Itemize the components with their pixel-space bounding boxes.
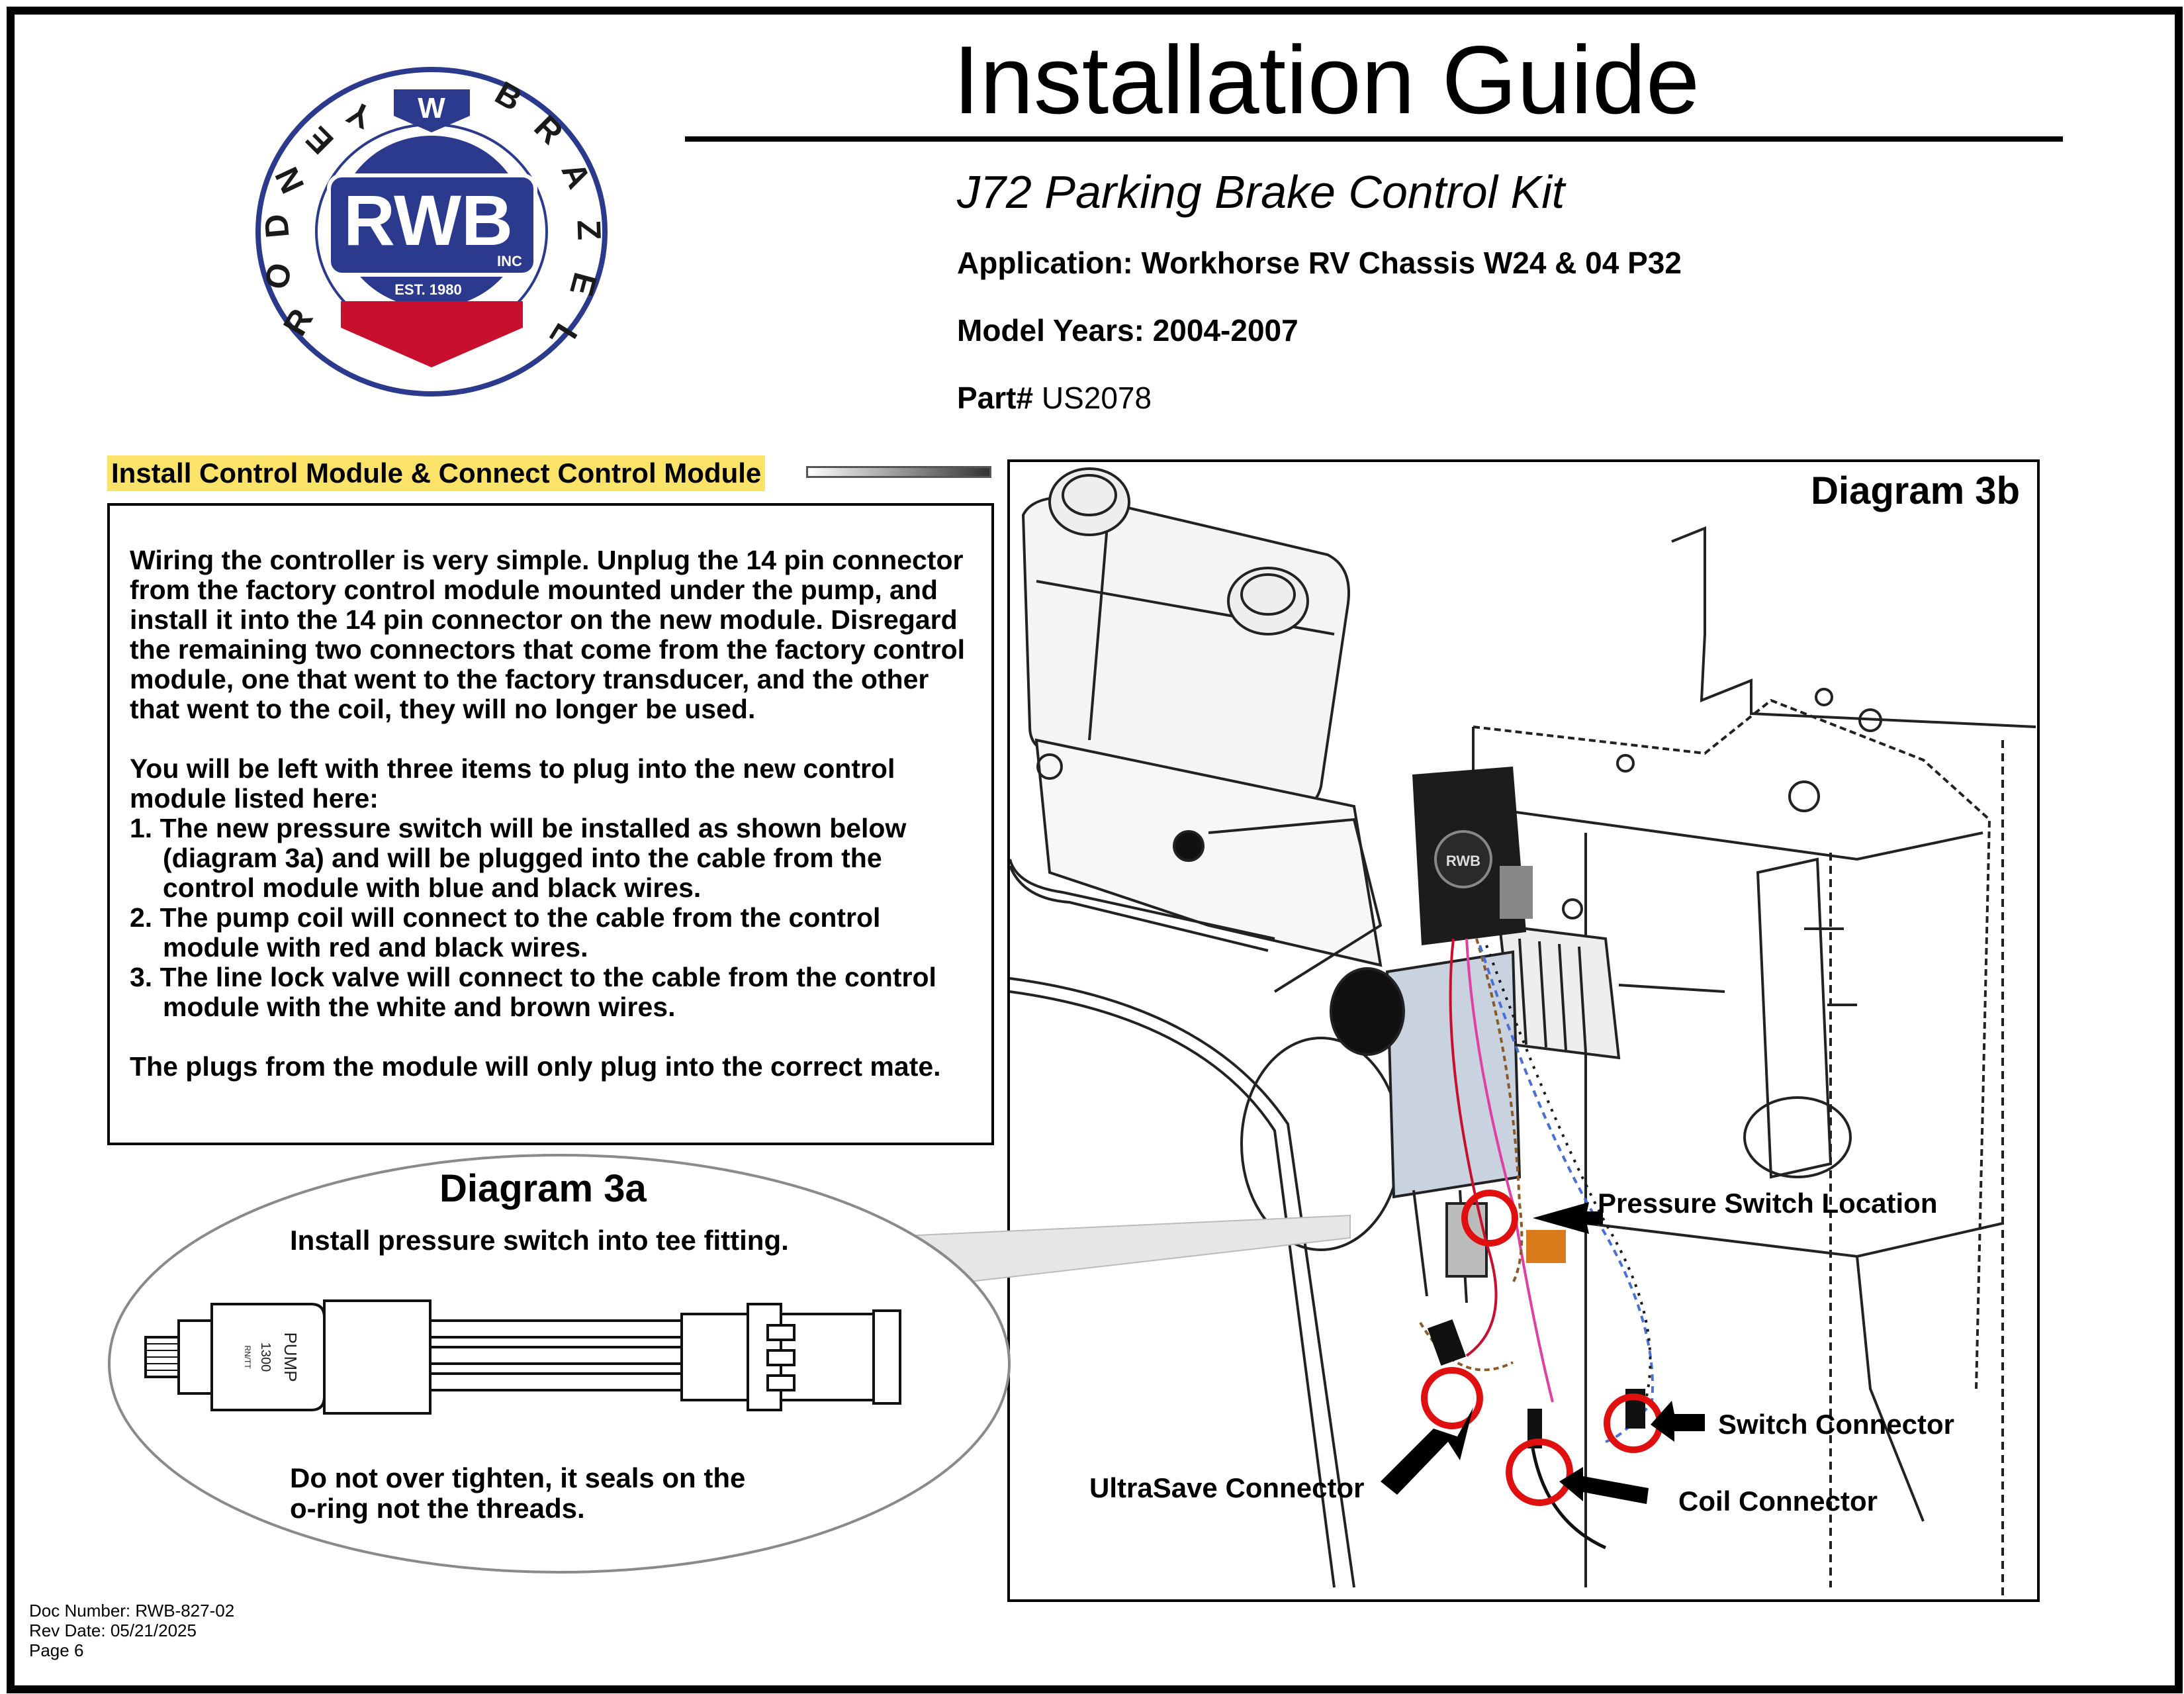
rev-date: Rev Date: 05/21/2025 (29, 1621, 197, 1640)
page-title: Installation Guide (953, 26, 1700, 134)
arrow-icon (1533, 1202, 1603, 1234)
section-heading: Install Control Module & Connect Control… (107, 455, 766, 491)
pressure-switch-drawing (144, 1299, 901, 1415)
model-years-line: Model Years: 2004-2007 (957, 313, 1298, 348)
diagram-3b-illustration: RWB (1010, 467, 2036, 1599)
module-label: RWB (1446, 853, 1480, 869)
diagram-3a-subtitle: Install pressure switch into tee fitting… (290, 1225, 789, 1256)
logo-inc-text: INC (497, 253, 522, 269)
diagram-3a-note: Do not over tighten, it seals on the o-r… (290, 1463, 745, 1524)
doc-number: Doc Number: RWB-827-02 (29, 1601, 235, 1621)
instructions-box: Wiring the controller is very simple. Un… (107, 503, 994, 1145)
label-ultrasave-connector: UltraSave Connector (1089, 1472, 1365, 1503)
rwb-logo: W RWB INC EST. 1980 R O D N E Y B R A Z … (255, 67, 608, 397)
logo-center-text: RWB (343, 180, 513, 260)
logo-letter: O (257, 260, 298, 292)
section-heading-bar (806, 466, 991, 478)
instructions-item: 1. The new pressure switch will be insta… (130, 813, 907, 903)
diagram-3a-title: Diagram 3a (439, 1167, 647, 1210)
page-number: Page 6 (29, 1640, 84, 1660)
diagram-3b-box: RWB (1007, 459, 2040, 1602)
title-underline (685, 136, 2063, 142)
part-number: US2078 (1041, 381, 1152, 415)
instructions-intro: Wiring the controller is very simple. Un… (130, 545, 966, 724)
diagram-3b-title: Diagram 3b (1811, 469, 2020, 512)
part-label: Part# (957, 381, 1034, 415)
part-number-line: Part# US2078 (957, 380, 1152, 416)
logo-letter: D (257, 212, 296, 240)
document-info: Doc Number: RWB-827-02 Rev Date: 05/21/2… (29, 1601, 234, 1660)
kit-subtitle: J72 Parking Brake Control Kit (957, 166, 1565, 218)
instructions-lead: You will be left with three items to plu… (130, 753, 895, 814)
switch-label: 1300 (258, 1342, 273, 1372)
instructions-closing: The plugs from the module will only plug… (130, 1051, 941, 1082)
arrow-icon (1381, 1407, 1473, 1495)
diagram-3a-note-line: o-ring not the threads. (290, 1493, 585, 1524)
arrow-icon (1651, 1401, 1705, 1442)
arrow-icon (1559, 1467, 1649, 1504)
instructions-item: 2. The pump coil will connect to the cab… (130, 902, 881, 963)
label-coil-connector: Coil Connector (1678, 1485, 1878, 1517)
switch-label: RN/TT (243, 1345, 252, 1369)
instructions-item: 3. The line lock valve will connect to t… (130, 962, 936, 1022)
diagram-3a-ellipse: PUMP 1300 RN/TT (108, 1154, 1011, 1574)
control-module: RWB (1412, 767, 1533, 945)
application-line: Application: Workhorse RV Chassis W24 & … (957, 246, 1682, 280)
logo-letter: Z (570, 219, 608, 240)
label-switch-connector: Switch Connector (1718, 1409, 1955, 1440)
page-border (7, 7, 2183, 1693)
logo-est-text: EST. 1980 (394, 281, 462, 298)
logo-badge-text: W (418, 92, 445, 124)
label-pressure-switch-location: Pressure Switch Location (1598, 1188, 1938, 1219)
switch-label: PUMP (281, 1332, 300, 1382)
diagram-3a-note-line: Do not over tighten, it seals on the (290, 1462, 746, 1493)
